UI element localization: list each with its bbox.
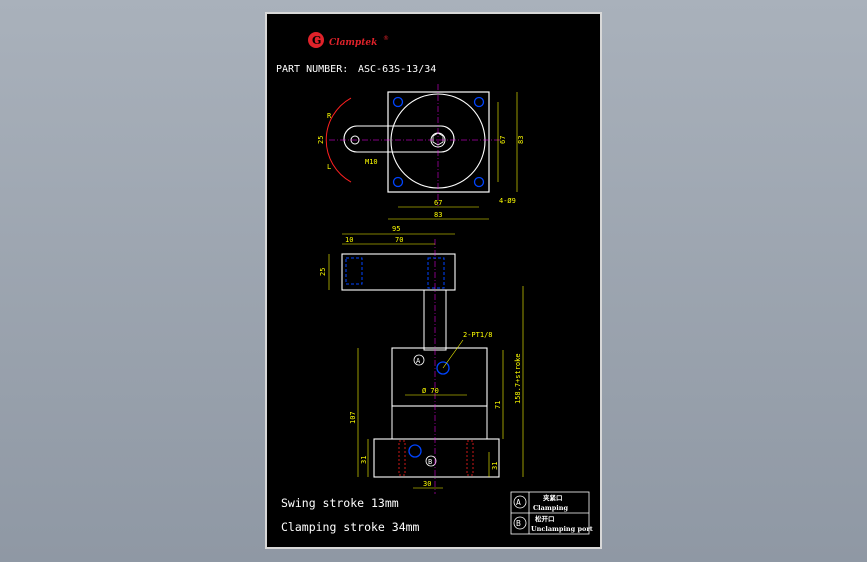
clamp-arm-front xyxy=(341,253,456,291)
brand-logo: G Clamptek ® xyxy=(308,32,389,48)
port-b-icon xyxy=(408,444,422,458)
dim-base-r31: 31 xyxy=(491,462,499,470)
dim-arm-h-front: 25 xyxy=(319,268,327,276)
clamping-stroke-note: Clamping stroke 34mm xyxy=(281,520,420,534)
arm-hole-hidden xyxy=(345,257,363,285)
brand-reg: ® xyxy=(383,35,389,42)
top-flange-outline xyxy=(387,91,490,193)
rotation-right: R xyxy=(327,112,332,120)
logo-letter: G xyxy=(312,34,321,47)
hidden-bore xyxy=(398,440,406,476)
dim-base-w: 30 xyxy=(423,480,431,488)
port-b-marker xyxy=(425,455,437,467)
dim-arm-len: 95 xyxy=(392,225,400,233)
front-view: A B 95 10 70 25 2-PT1/8 xyxy=(319,225,524,494)
dim-h83: 83 xyxy=(517,136,525,144)
legend-a-cn: 夹紧口 xyxy=(543,493,563,502)
dim-port-note: 2-PT1/8 xyxy=(463,331,493,339)
legend-b-mark: B xyxy=(516,519,521,528)
legend-b-cn: 松开口 xyxy=(535,514,555,523)
cylinder-body xyxy=(391,347,488,407)
dim-body-h: 107 xyxy=(349,411,357,424)
mount-hole xyxy=(392,96,404,108)
port-a-letter: A xyxy=(416,357,421,365)
logo-mark-icon xyxy=(308,32,324,48)
legend-b-circle xyxy=(513,516,527,530)
dim-diameter: Ø 70 xyxy=(422,387,439,395)
dim-pitch-70: 70 xyxy=(395,236,403,244)
dim-total-height: 158.7+stroke xyxy=(514,353,522,404)
clamp-arm-top xyxy=(343,125,455,153)
leader-line xyxy=(442,339,464,369)
legend-b-en: Unclamping port xyxy=(531,525,593,533)
legend-a-en: Clamping xyxy=(533,504,568,512)
mount-hole xyxy=(392,176,404,188)
swing-arc xyxy=(325,97,352,183)
rotation-left: L xyxy=(327,163,331,171)
base-flange xyxy=(373,438,500,478)
brand-name: Clamptek xyxy=(329,38,377,48)
port-a-marker xyxy=(413,354,425,366)
dim-base-31: 31 xyxy=(360,456,368,464)
dim-w83: 83 xyxy=(434,211,442,219)
mount-hole xyxy=(473,96,485,108)
port-b-letter: B xyxy=(428,458,432,466)
part-number-label: PART NUMBER: xyxy=(276,64,348,75)
dim-body-71: 71 xyxy=(494,401,502,409)
hidden-bore xyxy=(466,440,474,476)
technical-drawing: G Clamptek ® PART NUMBER: ASC-63S-13/34 xyxy=(276,32,593,535)
legend-a-mark: A xyxy=(516,498,521,507)
dim-offset-10: 10 xyxy=(345,236,353,244)
dim-holes: 4-Ø9 xyxy=(499,197,516,205)
drawing-sheet: G Clamptek ® PART NUMBER: ASC-63S-13/34 xyxy=(265,12,602,549)
port-a-icon xyxy=(436,361,450,375)
dim-h67: 67 xyxy=(499,136,507,144)
mount-hole xyxy=(473,176,485,188)
dim-thread: M10 xyxy=(365,158,378,166)
swing-stroke-note: Swing stroke 13mm xyxy=(281,496,399,510)
dim-w67: 67 xyxy=(434,199,442,207)
legend-a-circle xyxy=(513,495,527,509)
port-legend: A B 夹紧口 Clamping 松开口 Unclamping port xyxy=(510,491,593,535)
top-view: R L 67 83 67 83 4-Ø9 M10 25 xyxy=(317,84,525,220)
part-number-value: ASC-63S-13/34 xyxy=(358,64,436,75)
dim-arm-h-top: 25 xyxy=(317,136,325,144)
rod-nut-hidden xyxy=(427,257,445,289)
